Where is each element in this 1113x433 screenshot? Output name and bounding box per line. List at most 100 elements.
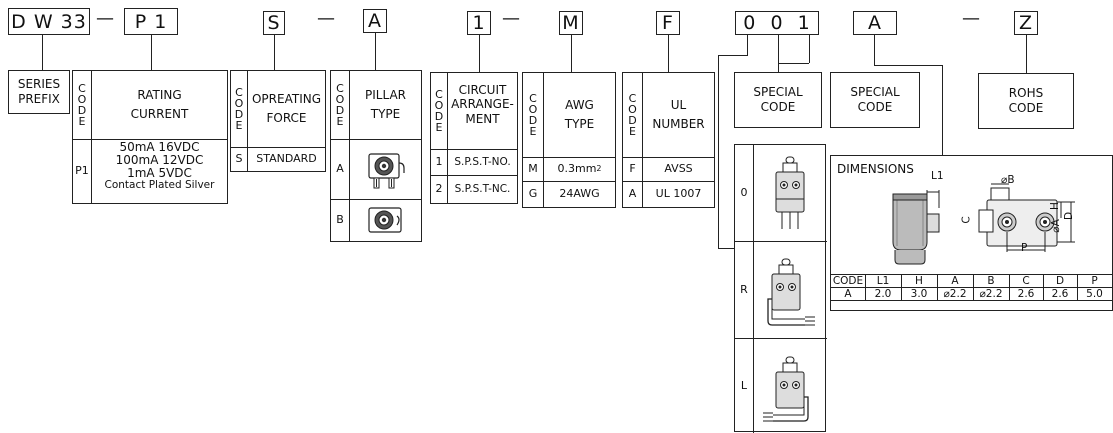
- ul-code-f: F: [623, 157, 643, 181]
- circuit-header-1: CIRCUIT: [458, 83, 507, 97]
- pn-special2: A: [868, 12, 882, 34]
- connector-rohs: [1026, 35, 1027, 73]
- dim-value-a: ⌀2.2: [943, 287, 967, 300]
- pillar-code-a: A: [331, 139, 350, 199]
- awg-code-label: C O D E: [523, 73, 544, 157]
- ul-header-2: NUMBER: [652, 117, 705, 131]
- connector-series: [42, 35, 43, 70]
- pillar-b-icon: [368, 207, 402, 233]
- pn-circuit: 1: [472, 12, 486, 34]
- series-prefix-box: SERIES PREFIX: [8, 70, 70, 114]
- circuit-code-label: C O D E: [431, 73, 448, 149]
- connector-special-f: [718, 248, 734, 249]
- connector-special-b: [778, 35, 779, 72]
- dim-value-h: 3.0: [910, 287, 928, 300]
- code-c: C: [628, 92, 637, 105]
- pn-series-box: D W 33: [8, 8, 90, 35]
- rating-header-2: CURRENT: [130, 107, 189, 121]
- code-e: E: [529, 125, 537, 138]
- connector-special-c: [809, 35, 810, 63]
- terminal-table: 0 R L: [734, 144, 827, 433]
- force-value: STANDARD: [256, 152, 317, 166]
- terminal-code-r: R: [740, 282, 748, 296]
- circuit-value-2: S.P.S.T-NC.: [454, 183, 511, 195]
- pn-ul-box: F: [656, 11, 680, 35]
- awg-header-1: AWG: [565, 98, 594, 112]
- rating-code-label: C O D E: [73, 71, 92, 139]
- connector-circuit: [479, 35, 480, 72]
- rating-header-1: RATING: [137, 88, 182, 102]
- dimensions-side-view-icon: [892, 190, 940, 265]
- ul-header-1: UL: [670, 98, 687, 112]
- pn-awg-box: M: [559, 11, 583, 35]
- dim-header-b: B: [987, 274, 995, 287]
- code-o: O: [234, 97, 244, 110]
- pn-pillar-box: A: [363, 9, 387, 33]
- special-code-2-line1: SPECIAL: [850, 85, 900, 99]
- awg-value-g: 24AWG: [559, 187, 600, 201]
- connector-special-d: [718, 55, 748, 56]
- force-header-1: OPREATING: [251, 92, 322, 106]
- rating-header: RATING CURRENT: [92, 71, 227, 139]
- circuit-header: CIRCUIT ARRANGE- MENT: [448, 83, 517, 126]
- dim-label-d: D: [1063, 211, 1076, 221]
- pn-dash-3: —: [502, 8, 520, 29]
- rohs-code-box: ROHS CODE: [978, 73, 1074, 129]
- dimensions-front-view-icon: [978, 183, 1075, 252]
- code-e: E: [235, 119, 243, 132]
- code-e: E: [336, 115, 344, 128]
- connector-awg: [571, 35, 572, 72]
- rating-value-3: 1mA 5VDC: [127, 165, 192, 180]
- force-table: C O D E OPREATING FORCE S STANDARD: [230, 70, 326, 172]
- special-code-1-line2: CODE: [760, 100, 796, 114]
- code-o: O: [335, 93, 345, 106]
- pn-rating-box: P 1: [124, 8, 178, 35]
- pillar-code-label: C O D E: [331, 71, 350, 139]
- terminal-0-icon: [775, 156, 805, 229]
- awg-header-2: TYPE: [564, 117, 595, 131]
- series-prefix-line1: SERIES: [17, 77, 61, 91]
- terminal-l-icon: [763, 356, 809, 422]
- pn-awg: M: [562, 12, 580, 34]
- code-d: D: [77, 104, 87, 117]
- awg-value-m-sup: 2: [596, 164, 602, 173]
- code-e: E: [629, 125, 636, 138]
- code-d: D: [628, 114, 637, 127]
- ul-value-f: AVSS: [664, 162, 693, 176]
- code-d: D: [335, 104, 345, 117]
- force-header-2: FORCE: [266, 111, 307, 125]
- connector-special-e: [718, 55, 719, 248]
- terminal-code-l: L: [740, 378, 748, 392]
- code-o: O: [77, 93, 87, 106]
- awg-code-g: G: [523, 181, 544, 207]
- ul-table: C O D E UL NUMBER F AVSS A UL 1007: [622, 72, 715, 208]
- connector-special-g: [778, 63, 809, 64]
- code-c: C: [336, 82, 344, 95]
- connector-pillar: [375, 33, 376, 70]
- awg-header: AWG TYPE: [544, 73, 615, 157]
- circuit-table: C O D E CIRCUIT ARRANGE- MENT 1 S.P.S.T-…: [430, 72, 518, 204]
- terminal-r-icon: [767, 258, 815, 326]
- code-o: O: [628, 103, 637, 116]
- dim-value-c: 2.6: [1017, 287, 1035, 300]
- code-e: E: [78, 115, 86, 128]
- dim-label-a: ⌀A: [1049, 219, 1062, 233]
- special-code-2-line2: CODE: [857, 100, 893, 114]
- pillar-a-icon: [368, 153, 405, 189]
- connector-special2-b: [874, 65, 942, 66]
- force-code-s: S: [231, 147, 248, 171]
- pillar-code-b: B: [331, 199, 350, 241]
- circuit-header-3: MENT: [465, 111, 500, 126]
- code-c: C: [435, 88, 443, 101]
- pn-dash-1: —: [96, 8, 114, 29]
- rating-value-1: 50mA 16VDC: [119, 140, 200, 154]
- terminal-code-0: 0: [740, 186, 748, 200]
- pn-ul: F: [662, 12, 674, 34]
- dim-header-p: P: [1091, 274, 1098, 287]
- pn-special1: 0 0 1: [743, 12, 811, 34]
- rating-value-4: Contact Plated Silver: [104, 178, 215, 191]
- ul-code-a: A: [623, 181, 643, 207]
- special-code-1-line1: SPECIAL: [753, 85, 803, 99]
